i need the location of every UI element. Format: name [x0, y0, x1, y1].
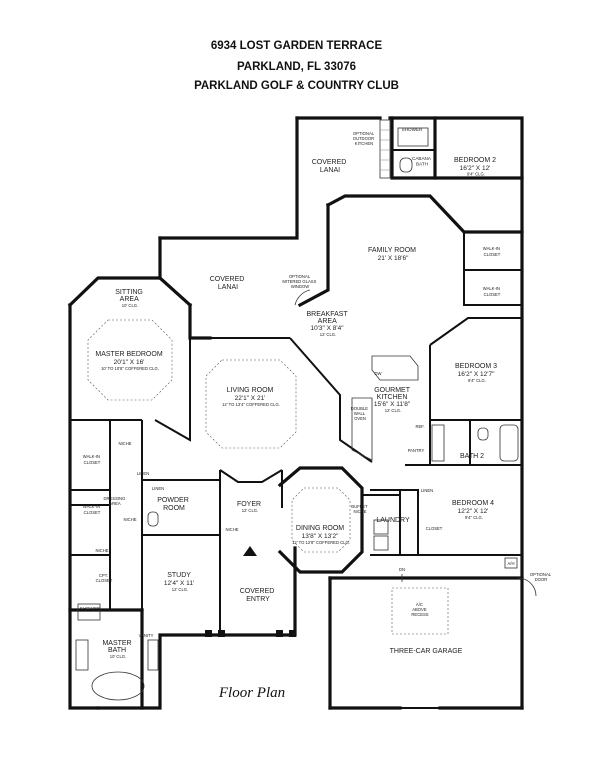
label-linen-3: LINEN: [421, 488, 433, 493]
label-optional-door: OPTIONAL DOOR: [530, 572, 552, 582]
label-shower-master: SHOWER: [80, 606, 101, 611]
column: [218, 630, 225, 637]
label-dn: DN: [399, 567, 405, 572]
community-line: PARKLAND GOLF & COUNTRY CLUB: [194, 80, 399, 92]
label-linen-2: LINEN: [152, 486, 164, 491]
cabana-toilet: [399, 157, 413, 173]
city-line: PARKLAND, FL 33076: [236, 61, 357, 73]
label-covered-entry: COVERED ENTRY: [240, 588, 277, 603]
address-line: 6934 LOST GARDEN TERRACE: [210, 40, 383, 52]
kitchen-counter: [351, 397, 373, 461]
coffered-ceiling-living: [205, 359, 297, 449]
entry-arrow-icon: [243, 546, 257, 556]
column: [276, 630, 283, 637]
label-closet-b4: CLOSET: [426, 526, 443, 531]
label-niche-2: NICHE: [123, 517, 136, 522]
label-bedroom2: BEDROOM 2 16'2" X 12' 9'4" CLG.: [454, 157, 498, 177]
master-vanity-right: [147, 639, 159, 671]
floor-plan-caption: Floor Plan: [218, 685, 285, 701]
label-breakfast-area: BREAKFAST AREA 10'3" X 8'4" 12' CLG.: [306, 311, 349, 337]
label-covered-lanai-left: COVERED LANAI: [210, 276, 247, 291]
label-bath2: BATH 2: [460, 453, 484, 460]
label-bedroom3: BEDROOM 3 16'2" X 12'7" 9'4" CLG.: [455, 363, 499, 383]
label-ref: REF.: [415, 424, 424, 429]
exterior-walls: [67, 116, 524, 710]
powder-toilet: [147, 511, 159, 527]
label-sitting-area: SITTING AREA 10' CLG.: [115, 289, 145, 308]
label-gourmet-kitchen: GOURMET KITCHEN 15'6" X 11'8" 12' CLG.: [374, 387, 412, 413]
bath2-vanity: [431, 424, 445, 462]
label-optional-outdoor-kitchen: OPTIONAL OUTDOOR KITCHEN: [353, 131, 376, 146]
label-vanity: VANITY: [139, 633, 154, 638]
label-ac-recess: A/C ABOVE RECESS: [411, 602, 428, 617]
master-tub: [91, 671, 145, 701]
ac-recess-outline: [391, 587, 449, 635]
label-pantry: PANTRY: [408, 448, 425, 453]
label-dining-room: DINING ROOM 13'8" X 13'2" 12' TO 12'8" C…: [292, 525, 350, 545]
ah-unit: [504, 557, 518, 569]
fixtures: [75, 119, 537, 701]
label-foyer: FOYER 12' CLG.: [237, 501, 263, 513]
label-niche-1: NICHE: [118, 441, 131, 446]
label-master-bedroom: MASTER BEDROOM 20'1" X 16' 10' TO 10'8" …: [95, 351, 164, 371]
label-shower-top: SHOWER: [402, 127, 423, 132]
dryer: [373, 535, 389, 551]
breakfast-door-swing: [294, 289, 311, 306]
label-niche-3: NICHE: [225, 527, 238, 532]
label-walkin-closet-left1: WALK-IN CLOSET: [83, 454, 101, 465]
label-dw: DW: [375, 371, 382, 376]
label-master-bath: MASTER BATH 10' CLG.: [102, 640, 133, 659]
column: [205, 630, 212, 637]
label-ah: A/H: [508, 561, 515, 566]
outdoor-kitchen-counter: [379, 119, 391, 179]
master-vanity-left: [75, 639, 89, 671]
label-dressing-area: DRESSING AREA: [103, 496, 126, 506]
bath2-tub: [499, 424, 519, 462]
label-study: STUDY 12'4" X 11' 12' CLG.: [164, 572, 196, 592]
label-bedroom4: BEDROOM 4 12'2" X 12' 9'4" CLG.: [452, 500, 496, 520]
label-cabana-bath: CABANA BATH: [412, 156, 432, 167]
label-optional-window: OPTIONAL MITERED GLASS WINDOW: [282, 274, 317, 289]
label-laundry: LAUNDRY: [376, 517, 410, 524]
label-powder-room: POWDER ROOM: [157, 497, 190, 512]
label-niche-4: NICHE: [95, 548, 108, 553]
column: [289, 630, 296, 637]
cabana-shower: [397, 127, 429, 147]
washer: [373, 519, 389, 535]
kitchen-island: [371, 355, 419, 381]
label-cpt-closet: CPT. CLOSET: [96, 573, 113, 583]
room-labels: OPTIONAL OUTDOOR KITCHEN SHOWER CABANA B…: [80, 127, 552, 659]
label-buffet-niche: BUFFET NICHE: [351, 504, 368, 514]
label-covered-lanai-top: COVERED LANAI: [312, 159, 349, 174]
label-walkin-closet-left2: WALK-IN CLOSET: [83, 504, 101, 515]
label-living-room: LIVING ROOM 22'1" X 21' 12' TO 13'4" COF…: [222, 387, 280, 407]
bath2-toilet: [477, 427, 489, 441]
label-garage: THREE-CAR GARAGE: [390, 648, 463, 655]
master-shower: [77, 603, 101, 621]
optional-door-swing: [517, 577, 537, 597]
label-linen-1: LINEN: [137, 471, 149, 476]
label-walkin-closet-r1: WALK-IN CLOSET: [483, 246, 501, 257]
coffered-ceiling-master: [87, 319, 173, 401]
label-family-room: FAMILY ROOM 21' X 18'6": [368, 247, 418, 262]
label-double-wall-oven: DOUBLE WALL OVEN: [351, 406, 369, 421]
coffered-ceiling-dining: [291, 487, 351, 553]
label-walkin-closet-r2: WALK-IN CLOSET: [483, 286, 501, 297]
